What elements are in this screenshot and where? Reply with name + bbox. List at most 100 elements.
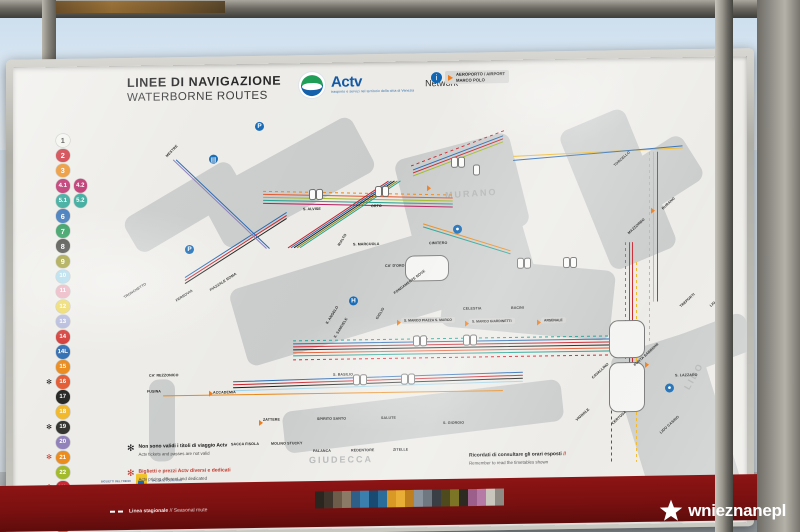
asterisk-icon: ✻ (46, 454, 52, 462)
line-bullet-22[interactable]: 22 (56, 465, 70, 480)
line-bullet-20[interactable]: 20 (56, 435, 70, 450)
line-bullet-15[interactable]: 15 (56, 360, 70, 374)
seasonal-it: Linea stagionale (129, 507, 169, 515)
shelter-post-right (715, 0, 733, 532)
airport-line2: MARCO POLO (456, 77, 485, 83)
triangle-marker-icon (209, 390, 213, 397)
shelter-beam-top (0, 0, 800, 18)
station-label-bacini: BACINI (511, 305, 524, 310)
line-legend-row[interactable]: 15 (45, 359, 103, 375)
line-legend-row[interactable]: 8 (45, 238, 103, 254)
line-legend-row[interactable]: 1 (45, 132, 103, 148)
watermark: wnieznanepl (658, 498, 786, 524)
calibration-swatch (315, 491, 324, 509)
station-label-celestia: CELESTIA (463, 306, 482, 311)
line-legend-row[interactable]: 22 (45, 464, 103, 480)
line-bullet-14[interactable]: 14 (56, 329, 70, 344)
poster-panel: LINEE DI NAVIGAZIONE WATERBORNE ROUTES A… (13, 56, 747, 532)
asterisk-icon: ✻ (46, 378, 52, 386)
station-label-sbasilio: S. BASILIO (333, 372, 353, 377)
line-bullet-3[interactable]: 3 (56, 163, 70, 178)
line-legend-row[interactable]: 13 (45, 313, 103, 329)
station-label-sgiorgio: S. GIORGIO (443, 420, 465, 426)
calibration-swatch (486, 488, 495, 506)
line-legend-row[interactable]: ✻ 21 (45, 449, 103, 465)
triangle-marker-icon (427, 185, 431, 192)
line-bullet-10[interactable]: 10 (56, 269, 70, 284)
line-bullet-14L[interactable]: 14L (56, 344, 70, 359)
actv-tagline: trasporto e servizi nel territorio della… (331, 88, 415, 94)
triangle-marker-icon (397, 319, 401, 326)
line-bullet-19[interactable]: 19 (56, 420, 70, 435)
line-bullet-4.1[interactable]: 4.1 (56, 178, 70, 193)
line-legend-row[interactable]: 2 (45, 147, 103, 163)
station-label-accademia: ACCADEMIA (213, 390, 236, 395)
info-icon: i (431, 72, 442, 84)
line-legend-row[interactable]: 20 (45, 434, 103, 450)
station-label-salute: SALUTE (381, 415, 396, 420)
line-bullet-2[interactable]: 2 (56, 148, 70, 163)
calibration-swatch (360, 490, 369, 508)
station-label-vignole: VIGNOLE (575, 407, 591, 422)
station-label-mestre: MESTRE (165, 144, 179, 159)
line-legend-row[interactable]: 14 (45, 329, 103, 345)
triangle-marker-icon (448, 74, 453, 81)
line-bullet-12[interactable]: 12 (56, 299, 70, 314)
station-label-tronchetto: TRONCHETTO (123, 281, 148, 300)
line-bullet-6[interactable]: 6 (56, 209, 70, 223)
line-bullet-8[interactable]: 8 (56, 239, 70, 254)
line-legend-row[interactable]: 3 (45, 163, 103, 179)
station-label-slazzaro: S. LAZZARO (675, 373, 698, 378)
calibration-swatch (324, 491, 333, 509)
line-bullet-4.2[interactable]: 4.2 (73, 178, 87, 193)
station-label-zattere: ZATTERE (263, 417, 281, 422)
line-legend-row[interactable]: 10 (45, 268, 103, 284)
line-bullet-17[interactable]: 17 (56, 390, 70, 404)
line-bullet-18[interactable]: 18 (56, 405, 70, 420)
calibration-swatch (378, 490, 387, 508)
line-bullet-5.1[interactable]: 5.1 (56, 194, 70, 208)
line-bullet-5.2[interactable]: 5.2 (73, 193, 87, 208)
line-legend-row[interactable]: 6 (45, 208, 103, 224)
reminder-it-text: Ricordati di consultare gli orari espost… (469, 451, 562, 459)
wave-shape (302, 82, 322, 91)
watermark-text: wnieznanepl (688, 501, 786, 520)
line-legend-row[interactable]: 11 (45, 283, 103, 299)
line-bullet-7[interactable]: 7 (56, 224, 70, 238)
line-legend-row[interactable]: ✻ 19 (45, 419, 103, 435)
station-label-carezzonico: CA' REZZONICO (149, 373, 179, 378)
interchange-tag-arsenale: ARSENALE (541, 317, 566, 324)
line-legend-row[interactable]: 17 (45, 389, 103, 405)
line-legend-row[interactable]: 12 (45, 298, 103, 314)
line-legend-row[interactable]: 9 (45, 253, 103, 269)
map-note-en: Actv tickets and passes are not valid (138, 450, 210, 457)
station-label-cavallino: CAVALLINO (591, 362, 610, 380)
line-legend-row[interactable]: 14L (45, 344, 103, 360)
reminder-separator: // (563, 451, 566, 458)
calibration-swatch (468, 488, 477, 507)
line-legend-row[interactable]: 7 (45, 223, 103, 239)
line-bullet-11[interactable]: 11 (56, 284, 70, 299)
line-legend-row[interactable]: 18 (45, 404, 103, 420)
airport-chip-body: AEROPORTO / AIRPORT MARCO POLO (445, 69, 510, 85)
line-bullet-16[interactable]: 16 (56, 375, 70, 389)
route-map: MURANO LIDO GIUDECCA (113, 90, 747, 529)
calibration-swatch (414, 489, 423, 507)
triangle-marker-icon (537, 319, 541, 326)
shelter-post-far-right (757, 0, 800, 532)
calibration-swatch (387, 490, 396, 508)
line-legend-row[interactable]: ✻ 16 (45, 374, 103, 390)
line-bullet-1[interactable]: 1 (56, 133, 70, 148)
line-bullet-13[interactable]: 13 (56, 314, 70, 329)
calibration-swatch (369, 490, 378, 508)
asterisk-icon: ✻ (46, 423, 52, 432)
parking-icon: P (185, 244, 194, 255)
line-bullet-21[interactable]: 21 (56, 450, 70, 465)
line-bullet-9[interactable]: 9 (56, 254, 70, 269)
calibration-swatch (495, 488, 504, 506)
